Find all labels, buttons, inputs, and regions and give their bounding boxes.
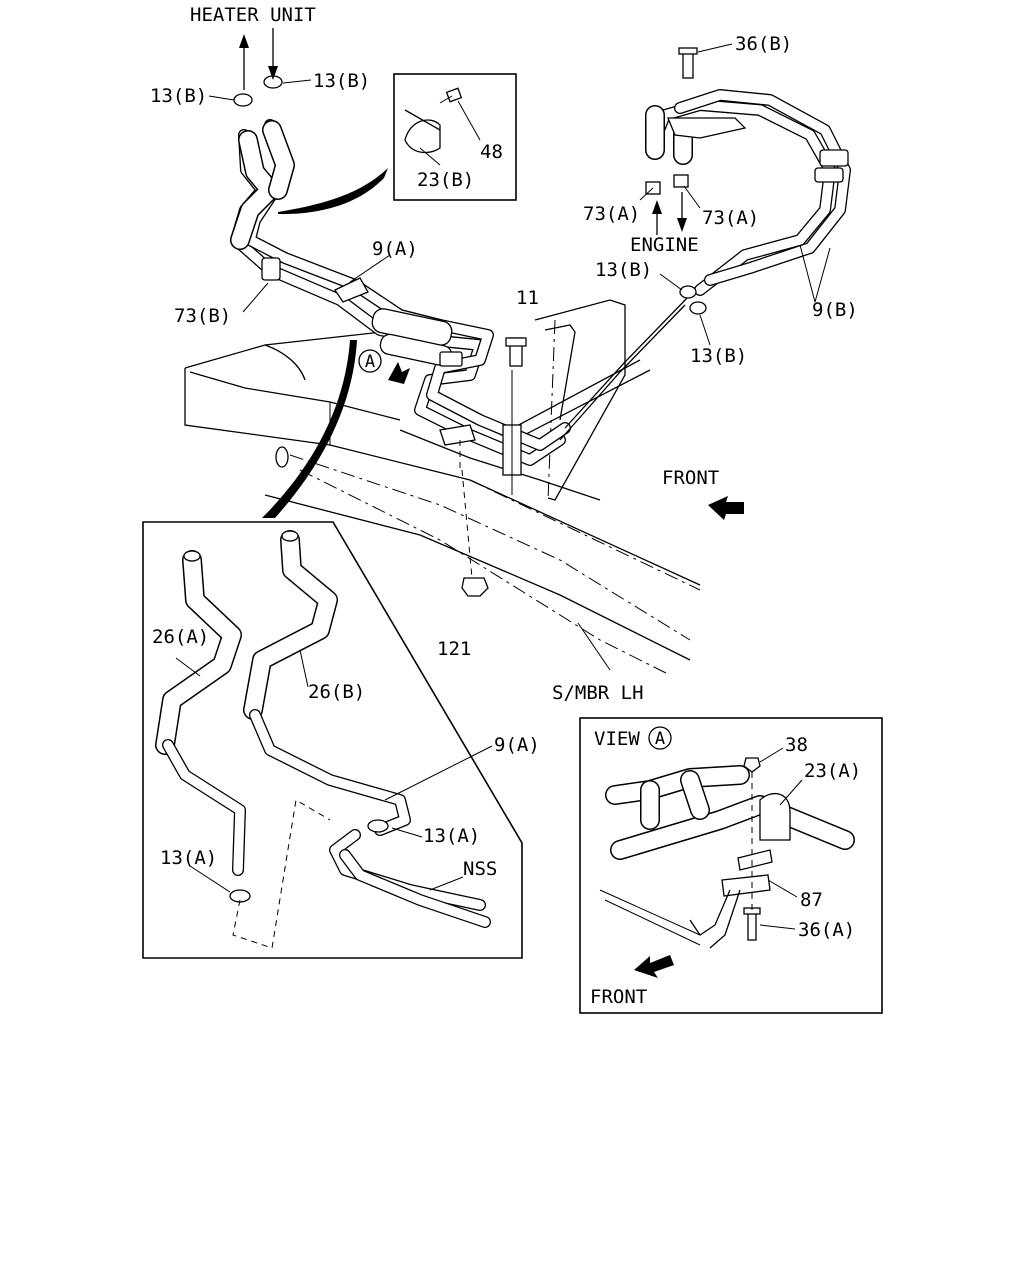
inset-bracket-23b (393, 73, 517, 201)
front-arrow-view (634, 955, 674, 978)
label-view-title: VIEW (594, 728, 640, 750)
leader-lines (175, 43, 831, 930)
label-pipe-9b: 9(B) (812, 299, 858, 321)
label-view-title-marker: A (655, 729, 665, 749)
view-a-marker: A (358, 349, 410, 384)
view-a-marker-letter: A (365, 352, 375, 372)
label-clamp-13b-engine-upper: 13(B) (595, 259, 652, 281)
top-fasteners (233, 47, 707, 597)
label-s-mbr-lh: S/MBR LH (552, 682, 644, 704)
label-clamp-13a-left: 13(A) (160, 847, 217, 869)
label-bracket-23a: 23(A) (804, 760, 861, 782)
label-bracket-23b: 23(B) (417, 169, 474, 191)
label-hose-26b: 26(B) (308, 681, 365, 703)
main-heater-pipes (230, 119, 691, 495)
label-front-main: FRONT (662, 467, 719, 489)
label-bolt-36a: 36(A) (798, 919, 855, 941)
label-engine: ENGINE (630, 234, 699, 256)
label-heater-unit: HEATER UNIT (190, 4, 316, 26)
heater-unit-arrows (239, 28, 278, 90)
label-front-view: FRONT (590, 986, 647, 1008)
label-pipe-9a-detail: 9(A) (494, 734, 540, 756)
label-clamp-13b-left: 13(B) (150, 85, 207, 107)
front-arrow-main (708, 496, 744, 520)
label-nss: NSS (463, 858, 497, 880)
label-clamp-13b-right: 13(B) (313, 70, 370, 92)
detail-hose-box (142, 521, 523, 959)
label-bolt-36b: 36(B) (735, 33, 792, 55)
label-bracket-87: 87 (800, 889, 823, 911)
label-hose-73b: 73(B) (174, 305, 231, 327)
engine-side-pipes-9b (645, 89, 851, 296)
label-pipe-9a-top: 9(A) (372, 238, 418, 260)
label-hose-73a-right: 73(A) (702, 207, 759, 229)
callout-arrow-upper (278, 168, 388, 215)
view-a-box (579, 717, 883, 1014)
label-bolt-11: 11 (516, 287, 539, 309)
label-nut-121: 121 (437, 638, 471, 660)
callout-labels: HEATER UNIT 13(B) 13(B) 48 23(B) 36(B) 7… (150, 4, 861, 1008)
label-bolt-48: 48 (480, 141, 503, 163)
label-clamp-13b-engine-lower: 13(B) (690, 345, 747, 367)
label-clamp-13a-right: 13(A) (423, 825, 480, 847)
label-nut-38: 38 (785, 734, 808, 756)
engine-arrows (652, 192, 687, 235)
label-hose-73a-left: 73(A) (583, 203, 640, 225)
label-hose-26a: 26(A) (152, 626, 209, 648)
